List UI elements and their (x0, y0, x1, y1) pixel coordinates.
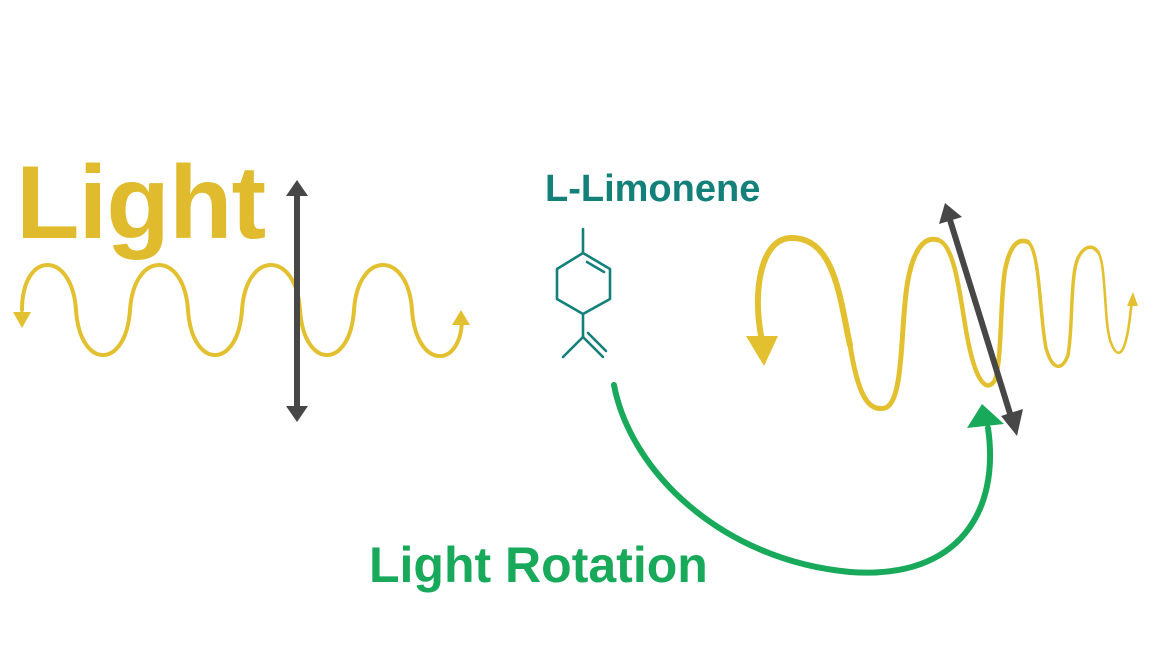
rotated-wave-right-arrowhead (1127, 292, 1138, 306)
rotation-arrowhead (967, 404, 1004, 428)
rotation-arrow (611, 382, 994, 576)
molecule-label: L-Limonene (545, 168, 760, 210)
rotation-label: Light Rotation (369, 537, 708, 593)
polarization-arrow-incident-bottom-head (286, 406, 308, 422)
incident-light-wave (20, 263, 464, 358)
polarization-arrow-rotated-top-head (939, 203, 962, 224)
limonene-structure-icon (555, 227, 612, 359)
polarization-arrow-incident-top-head (286, 180, 308, 196)
incident-wave-right-arrowhead (452, 310, 470, 325)
polarization-arrow-rotated (947, 217, 1015, 423)
light-label: Light (16, 145, 265, 261)
rotated-wave-left-arrowhead (746, 336, 778, 366)
incident-wave-left-arrowhead (13, 312, 31, 328)
rotated-light-wave (755, 234, 1134, 412)
polarization-arrow-rotated-bottom-head (1001, 409, 1023, 436)
